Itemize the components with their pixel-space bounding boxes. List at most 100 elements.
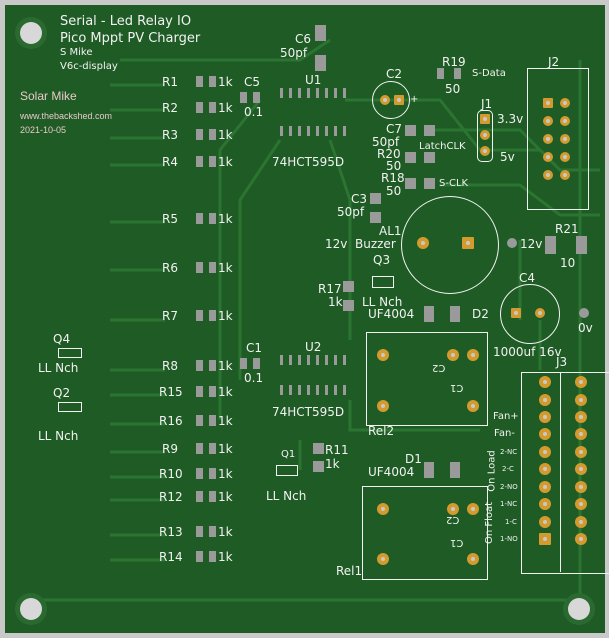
- rel2-pin: [377, 349, 389, 361]
- pads: [196, 102, 216, 113]
- 0v-label: 0v: [578, 321, 593, 335]
- c7-ref: C7: [386, 122, 403, 136]
- d1-value: UF4004: [368, 465, 415, 479]
- r17-pad: [343, 281, 354, 292]
- c6-ref: C6: [295, 32, 312, 46]
- c4-value: 1000uf 16v: [493, 345, 562, 359]
- ref: R10: [159, 467, 183, 481]
- buzzer-outline: [401, 196, 499, 294]
- r11-pad: [313, 461, 324, 472]
- j3-1nc: 1-NC: [500, 500, 518, 508]
- r19-value: 50: [445, 82, 461, 96]
- q3-outline: [372, 276, 394, 288]
- rel1-outline: [362, 486, 488, 580]
- value: 1k: [218, 212, 233, 226]
- u2-ref: U2: [305, 340, 322, 354]
- r11-ref: R11: [325, 443, 349, 457]
- r19-ref: R19: [442, 55, 466, 69]
- ref: R5: [162, 212, 178, 226]
- c5-pads: [240, 92, 260, 103]
- q3-ref: Q3: [373, 253, 391, 267]
- c4-pad: [511, 308, 521, 318]
- d1-pad: [450, 462, 460, 478]
- value: 1k: [218, 385, 233, 399]
- credit-url: www.thebackshed.com: [20, 111, 113, 121]
- d2-pad: [450, 306, 460, 322]
- latchclk-label: LatchCLK: [419, 141, 466, 152]
- ref: R6: [162, 261, 178, 275]
- r17-pad: [343, 300, 354, 311]
- author: S Mike: [60, 47, 93, 58]
- j1-ref: J1: [481, 97, 493, 111]
- value: 1k: [218, 442, 233, 456]
- j3-on-load: On Load: [486, 450, 498, 492]
- ref: R4: [162, 155, 178, 169]
- value: 1k: [218, 155, 233, 169]
- q2-outline: [58, 402, 82, 412]
- pads: [196, 526, 216, 537]
- rel1-pin: [467, 503, 479, 515]
- r18-pads: [405, 178, 435, 190]
- ref: R13: [159, 525, 183, 539]
- value: 1k: [218, 359, 233, 373]
- rel2-pin: [467, 400, 479, 412]
- mounting-hole: [568, 598, 590, 620]
- al1-value: Buzzer: [355, 237, 396, 251]
- ref: R8: [162, 359, 178, 373]
- value: 1k: [218, 467, 233, 481]
- c3-pad: [370, 212, 381, 223]
- r20-pads: [405, 152, 435, 164]
- c4-pad: [535, 308, 545, 318]
- j3-ref: J3: [556, 355, 568, 369]
- pads: [196, 443, 216, 454]
- rel1-pin: [467, 553, 479, 565]
- q2-value: LL Nch: [38, 429, 79, 443]
- c2-plus: +: [410, 94, 419, 105]
- c6-value: 50pf: [280, 46, 308, 60]
- pads: [196, 551, 216, 562]
- s-clk-label: S-CLK: [439, 178, 469, 189]
- j1-pin: [480, 146, 490, 156]
- c4-ref: C4: [519, 271, 536, 285]
- j1-pin: [480, 130, 490, 140]
- c7-pads: [405, 125, 435, 137]
- j2-outline: [527, 68, 589, 210]
- rel2-ref: Rel2: [368, 424, 395, 438]
- pads: [196, 415, 216, 426]
- j3-1no: 1-NO: [500, 535, 518, 543]
- d2-pad: [424, 306, 434, 322]
- j1-outline: [477, 110, 493, 162]
- ref: R15: [159, 385, 183, 399]
- q3-value: LL Nch: [362, 295, 403, 309]
- pads: [196, 360, 216, 371]
- c3-ref: C3: [351, 192, 368, 206]
- ref: R7: [162, 309, 178, 323]
- r19-pads: [437, 68, 461, 80]
- j2-ref: J2: [548, 55, 560, 69]
- r21-value: 10: [560, 256, 576, 270]
- value: 1k: [218, 525, 233, 539]
- pads: [196, 491, 216, 502]
- pads: [196, 129, 216, 140]
- c1-value: 0.1: [244, 371, 264, 385]
- r20-value: 50: [386, 159, 402, 173]
- d1-ref: D1: [405, 452, 422, 466]
- c7-value: 50pf: [372, 135, 400, 149]
- j3-1c: 1-C: [505, 518, 517, 526]
- u1-ref: U1: [305, 73, 322, 87]
- d1-pad: [424, 462, 434, 478]
- pads: [196, 468, 216, 479]
- rel1-pin: [377, 503, 389, 515]
- j3-fan-plus: Fan+: [493, 411, 519, 422]
- r17-value: 1k: [328, 295, 343, 309]
- 0v-testpoint: [579, 308, 589, 318]
- version: V6c-display: [60, 61, 118, 72]
- j1-5v-label: 5v: [500, 150, 515, 164]
- rel1-c1: C1: [450, 537, 464, 548]
- value: 1k: [218, 75, 233, 89]
- board-subtitle: Pico Mppt PV Charger: [60, 31, 201, 46]
- q1-outline: [276, 465, 298, 476]
- j3-2c: 2-C: [502, 465, 514, 473]
- q4-ref: Q4: [53, 332, 71, 346]
- credit-name: Solar Mike: [20, 89, 77, 103]
